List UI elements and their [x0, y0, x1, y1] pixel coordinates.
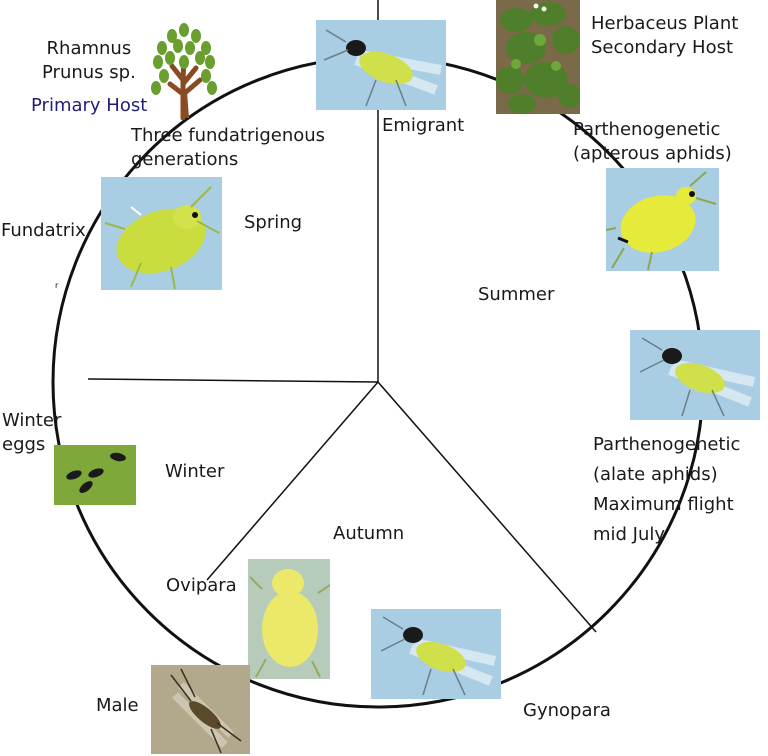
winter-eggs-line-2: eggs	[2, 434, 46, 455]
alate-line-4: mid July	[593, 524, 666, 545]
divider-lower-left	[206, 381, 379, 581]
secondary-host-line-1: Herbaceus Plant	[591, 13, 739, 34]
apterous-aphid-photo	[606, 168, 719, 271]
ovipara-label: Ovipara	[166, 575, 237, 596]
emigrant-photo	[316, 20, 446, 110]
alate-line-3: Maximum flight	[593, 494, 734, 515]
season-autumn: Autumn	[333, 523, 405, 544]
fundatrigenous-label: Three fundatrigenous generations	[131, 124, 325, 172]
male-photo	[151, 665, 250, 754]
tree-icon	[150, 22, 220, 120]
fundatrigenous-line-1: Three fundatrigenous	[131, 125, 326, 146]
fundatrix-photo	[101, 177, 222, 290]
secondary-host-line-2: Secondary Host	[591, 37, 734, 58]
fundatrigenous-line-2: generations	[131, 149, 239, 170]
emigrant-label: Emigrant	[382, 115, 465, 136]
apterous-label: Parthenogenetic (apterous aphids)	[573, 118, 732, 166]
male-label: Male	[96, 695, 139, 716]
season-spring: Spring	[244, 212, 303, 233]
alate-label: Parthenogenetic (alate aphids) Maximum f…	[593, 430, 740, 550]
fundatrix-label: Fundatrix	[1, 220, 86, 241]
gynopara-label: Gynopara	[523, 700, 611, 721]
primary-host-line-2: Prunus sp.	[42, 62, 136, 83]
eggs-photo	[54, 445, 136, 505]
primary-host-caption: Primary Host	[31, 95, 148, 116]
apterous-line-2: (apterous aphids)	[573, 143, 732, 164]
alate-line-2: (alate aphids)	[593, 464, 718, 485]
divider-lower-right	[377, 381, 597, 633]
ovipara-photo	[248, 559, 330, 679]
apterous-line-1: Parthenogenetic	[573, 119, 721, 140]
winter-eggs-line-1: Winter	[2, 410, 62, 431]
stray-mark: r	[55, 281, 59, 290]
secondary-host-label: Herbaceus Plant Secondary Host	[591, 12, 738, 60]
winter-eggs-label: Winter eggs	[2, 409, 61, 457]
gynopara-photo	[371, 609, 501, 699]
season-winter: Winter	[165, 461, 225, 482]
alate-line-1: Parthenogenetic	[593, 434, 741, 455]
primary-host-label: Rhamnus Prunus sp.	[42, 37, 136, 85]
herbaceous-plant-photo	[496, 0, 580, 114]
primary-host-line-1: Rhamnus	[46, 38, 132, 59]
season-summer: Summer	[478, 284, 555, 305]
divider-left	[87, 378, 379, 383]
alate-aphid-photo	[630, 330, 760, 420]
